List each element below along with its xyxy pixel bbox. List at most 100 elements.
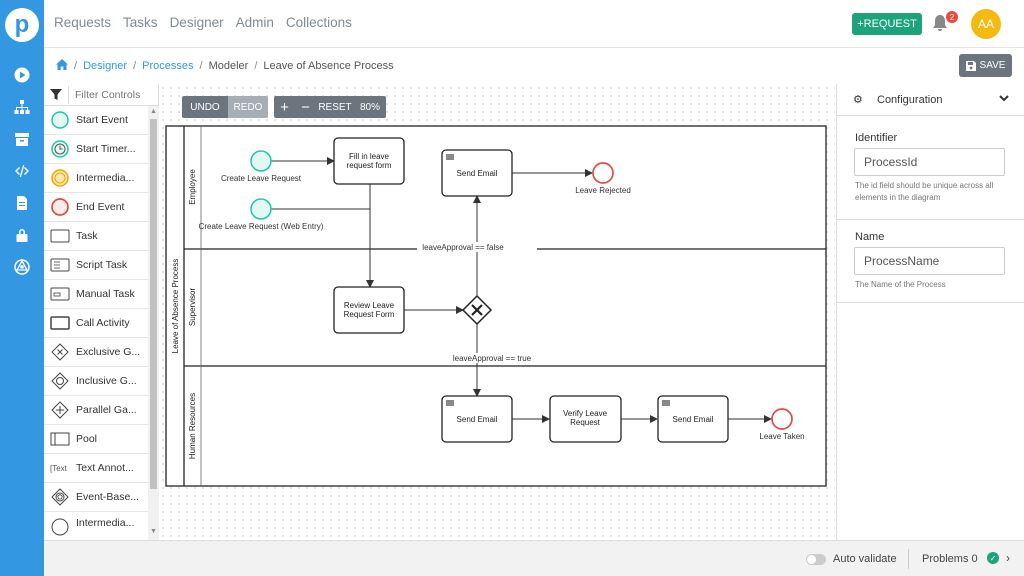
- controls-scrollbar-thumb[interactable]: [150, 119, 157, 489]
- divider: [908, 549, 909, 569]
- control-pool[interactable]: Pool: [44, 425, 148, 454]
- name-input[interactable]: ProcessName: [854, 247, 1005, 275]
- parallel-gateway-icon: [50, 400, 70, 420]
- control-label: Start Event: [76, 114, 128, 126]
- request-button-label: REQUEST: [863, 18, 917, 30]
- processmaker-logo[interactable]: p: [5, 8, 39, 42]
- notification-bell-icon[interactable]: [932, 14, 952, 34]
- intermediate-event-icon: [50, 168, 70, 188]
- text-annotation-icon: [Text: [50, 463, 67, 473]
- control-inclusive-gateway[interactable]: Inclusive G...: [44, 367, 148, 396]
- control-script-task[interactable]: Script Task: [44, 251, 148, 280]
- event-based-gateway-icon: [50, 487, 70, 507]
- connectors-icon[interactable]: [10, 257, 34, 277]
- nav-collections[interactable]: Collections: [285, 15, 352, 30]
- canvas-toolbar: UNDO REDO + − RESET 80%: [182, 96, 386, 118]
- scroll-up-icon[interactable]: ▲: [150, 108, 157, 115]
- control-label: Event-Base...: [76, 491, 140, 503]
- call-activity-icon: [50, 313, 70, 333]
- modeler-canvas[interactable]: [159, 84, 835, 540]
- control-label: Script Task: [76, 259, 128, 271]
- breadcrumb-bar: / Designer / Processes / Modeler / Leave…: [44, 49, 1024, 83]
- nav-designer[interactable]: Designer: [169, 15, 224, 30]
- code-icon[interactable]: [10, 161, 34, 181]
- filter-controls-input[interactable]: [68, 86, 154, 104]
- home-icon[interactable]: [56, 59, 68, 73]
- control-start-timer[interactable]: Start Timer...: [44, 135, 148, 164]
- top-navbar: Requests Tasks Designer Admin Collection…: [44, 0, 1024, 48]
- control-label: Intermedia...: [76, 517, 135, 529]
- configuration-title: Configuration: [877, 94, 943, 106]
- name-label: Name: [855, 231, 885, 243]
- main-nav: Requests Tasks Designer Admin Collection…: [54, 15, 352, 30]
- sitemap-icon[interactable]: [10, 97, 34, 117]
- notification-badge: 2: [946, 11, 958, 23]
- control-label: Intermedia...: [76, 172, 135, 184]
- name-help: The Name of the Process: [855, 280, 946, 289]
- zoom-out-button[interactable]: −: [295, 96, 316, 118]
- redo-button[interactable]: REDO: [228, 96, 268, 118]
- identifier-label: Identifier: [855, 132, 898, 144]
- control-parallel-gateway[interactable]: Parallel Ga...: [44, 396, 148, 425]
- user-avatar[interactable]: AA: [971, 9, 1001, 39]
- status-bar: Auto validate Problems 0 ✓ ›: [44, 540, 1024, 576]
- control-intermediate-event[interactable]: Intermedia...: [44, 512, 148, 540]
- chevron-right-icon[interactable]: ›: [1006, 551, 1010, 565]
- divider: [837, 302, 1024, 303]
- auto-validate-label: Auto validate: [833, 553, 897, 565]
- gear-icon: ⚙: [853, 94, 863, 106]
- end-event-icon: [50, 197, 70, 217]
- configuration-header[interactable]: ⚙ Configuration: [837, 84, 1024, 116]
- control-end-event[interactable]: End Event: [44, 193, 148, 222]
- control-text-annotation[interactable]: [Text Text Annot...: [44, 454, 148, 483]
- breadcrumb-separator: /: [133, 60, 137, 72]
- breadcrumb-processes[interactable]: Processes: [142, 60, 194, 72]
- chevron-down-icon[interactable]: [999, 93, 1009, 105]
- control-call-activity[interactable]: Call Activity: [44, 309, 148, 338]
- auto-validate-toggle[interactable]: [806, 554, 826, 565]
- breadcrumb-current: Leave of Absence Process: [263, 60, 394, 72]
- task-icon: [50, 226, 70, 246]
- timer-icon: [50, 139, 70, 159]
- control-label: Manual Task: [76, 288, 135, 300]
- nav-requests[interactable]: Requests: [54, 15, 112, 30]
- save-button-label: SAVE: [979, 60, 1006, 71]
- undo-button[interactable]: UNDO: [182, 96, 228, 118]
- control-manual-task[interactable]: Manual Task: [44, 280, 148, 309]
- breadcrumb-designer[interactable]: Designer: [83, 60, 128, 72]
- file-icon[interactable]: [10, 193, 34, 213]
- pool-icon: [50, 429, 70, 449]
- new-request-button[interactable]: +REQUEST: [852, 13, 922, 35]
- nav-admin[interactable]: Admin: [235, 15, 274, 30]
- breadcrumb-separator: /: [199, 60, 203, 72]
- control-exclusive-gateway[interactable]: Exclusive G...: [44, 338, 148, 367]
- reset-zoom-button[interactable]: RESET: [316, 96, 354, 118]
- play-icon[interactable]: [10, 65, 34, 85]
- filter-icon: [50, 89, 62, 100]
- save-button[interactable]: SAVE: [959, 54, 1012, 77]
- nav-tasks[interactable]: Tasks: [123, 15, 158, 30]
- control-task[interactable]: Task: [44, 222, 148, 251]
- zoom-in-button[interactable]: +: [274, 96, 295, 118]
- manual-task-icon: [50, 284, 70, 304]
- plus-icon: +: [857, 18, 864, 30]
- archive-icon[interactable]: [10, 129, 34, 149]
- control-label: Text Annot...: [76, 462, 134, 474]
- control-event-based-gateway[interactable]: Event-Base...: [44, 483, 148, 512]
- scroll-down-icon[interactable]: ▼: [150, 528, 157, 535]
- identifier-input[interactable]: ProcessId: [854, 148, 1005, 176]
- control-intermediate-timer[interactable]: Intermedia...: [44, 164, 148, 193]
- controls-panel: Start Event Start Timer... Intermedia...…: [44, 84, 159, 540]
- inclusive-gateway-icon: [50, 371, 70, 391]
- zoom-level: 80%: [354, 96, 386, 118]
- start-event-icon: [50, 110, 70, 130]
- filter-bar: [44, 84, 159, 106]
- problems-count[interactable]: Problems 0: [922, 553, 978, 565]
- control-label: Inclusive G...: [76, 375, 137, 387]
- control-start-event[interactable]: Start Event: [44, 106, 148, 135]
- lock-icon[interactable]: [10, 225, 34, 245]
- control-label: Pool: [76, 433, 98, 445]
- identifier-help: The id field should be unique across all…: [855, 181, 994, 202]
- breadcrumb-modeler: Modeler: [208, 60, 249, 72]
